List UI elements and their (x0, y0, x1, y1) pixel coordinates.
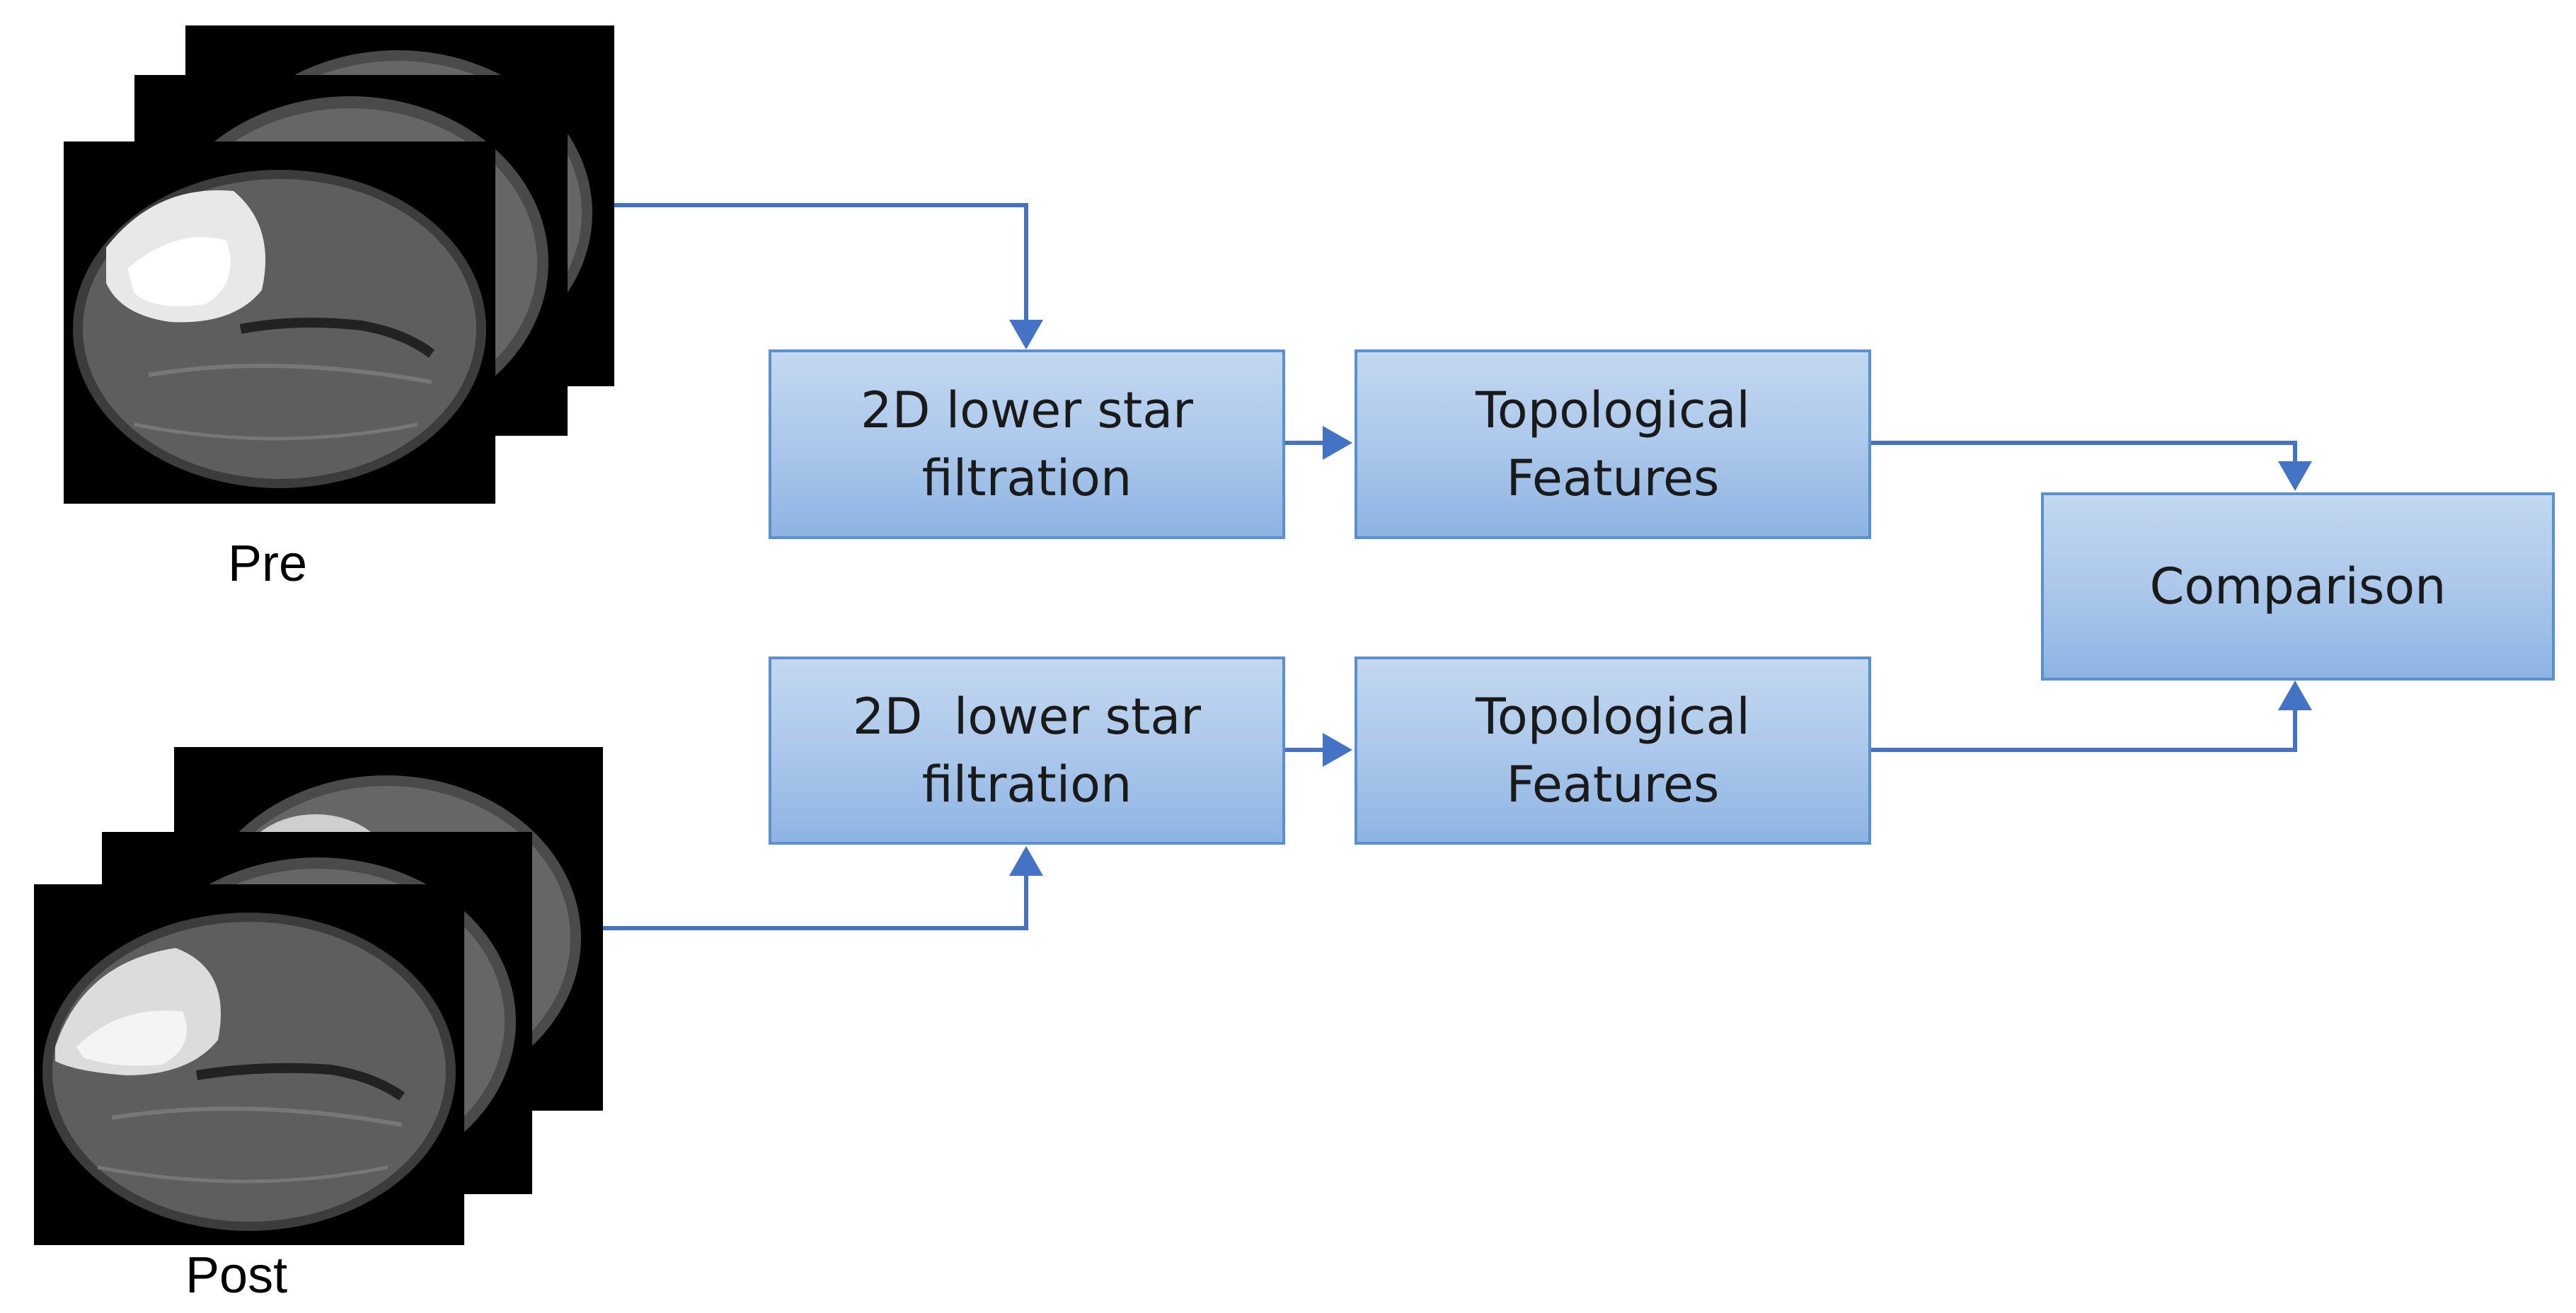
filtration-box-pre-line-2: filtration (921, 449, 1132, 507)
topological-features-box-pre-line-1: Topological (1476, 381, 1750, 439)
topological-features-box-pre-line-2: Features (1506, 449, 1720, 507)
post-mri-slice-front (34, 884, 464, 1245)
comparison-box-label: Comparison (2149, 557, 2446, 615)
topological-features-box-post: Topological Features (1355, 656, 1871, 845)
filtration-box-post: 2D lower star filtration (769, 656, 1285, 845)
topological-features-box-pre: Topological Features (1355, 349, 1871, 539)
arrow-features-pre-to-comparison (1871, 441, 2312, 491)
post-caption: Post (185, 1247, 288, 1304)
arrow-post-to-filtration (603, 846, 1043, 930)
comparison-box: Comparison (2041, 492, 2555, 681)
arrow-features-post-to-comparison (1871, 681, 2312, 752)
arrow-pre-to-filtration (614, 203, 1043, 349)
pre-caption: Pre (228, 536, 308, 592)
filtration-box-post-line-1: 2D lower star (852, 688, 1202, 746)
filtration-box-post-line-2: filtration (921, 756, 1132, 814)
pre-mri-slice-front (64, 141, 495, 504)
filtration-box-pre: 2D lower star filtration (769, 349, 1285, 539)
topological-features-box-post-line-1: Topological (1476, 688, 1750, 746)
topological-features-box-post-line-2: Features (1506, 756, 1720, 814)
filtration-box-pre-line-1: 2D lower star (861, 381, 1193, 439)
